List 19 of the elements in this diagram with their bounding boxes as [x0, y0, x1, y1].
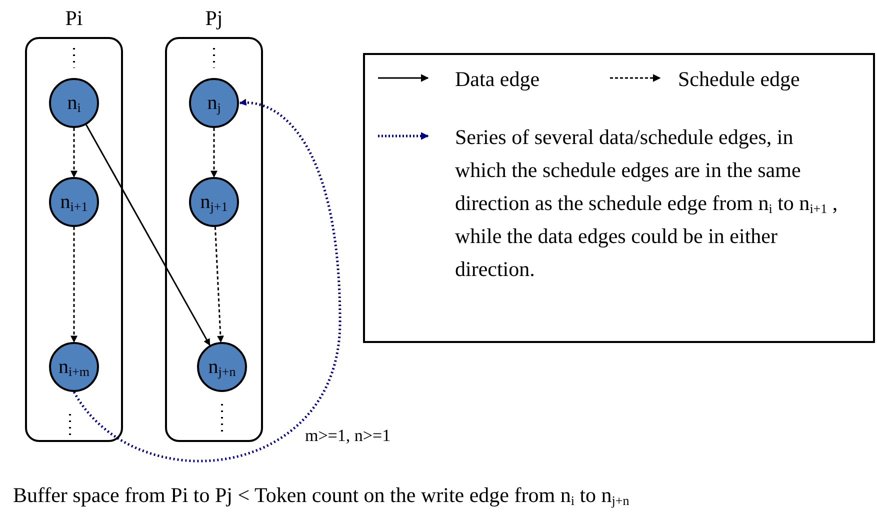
node-label: n$_{i+1}$: [60, 192, 88, 212]
node-label: n$_{i+m}$: [58, 357, 90, 377]
column-heading: Pi: [65, 5, 83, 31]
legend-text: Schedule edge: [678, 66, 801, 93]
node-label: n$_{j}$: [207, 93, 221, 113]
condition-note: m>=1, n>=1: [305, 426, 391, 445]
arrow: [72, 99, 342, 462]
arrow: [86, 124, 210, 346]
caption: Buffer space from Pi to Pj < Token count on the write edge from n$_{i}$ to n$_{j+n}$: [13, 483, 630, 507]
arrow: [214, 226, 224, 343]
arrow: [70, 128, 78, 178]
arrow: [70, 227, 78, 343]
node-label: n$_{j+1}$: [200, 192, 228, 212]
column-heading: Pj: [205, 5, 223, 31]
arrow: [210, 128, 218, 178]
node-label: n$_{j+n}$: [208, 357, 236, 377]
legend-text: Series of several data/schedule edges, in which the schedule edges are in the same direction as the schedule edge from n$_{i}$ to n$_{i+1}$ , while the data edges could be in either direction.: [455, 124, 839, 283]
legend-text: Data edge: [455, 66, 541, 93]
node-label: n$_{i}$: [67, 93, 81, 113]
